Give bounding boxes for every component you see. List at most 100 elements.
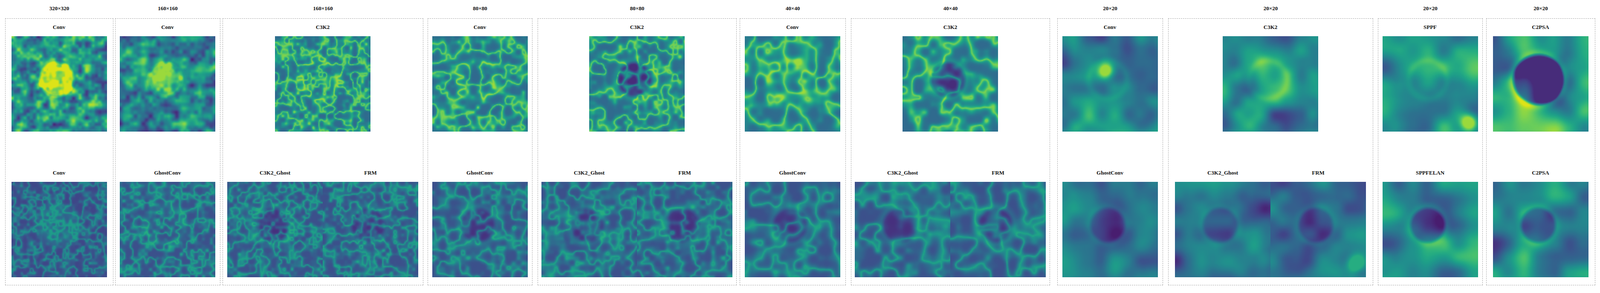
- feature-map: [227, 182, 323, 278]
- resolution-group: 20×20C3K2C3K2_GhostFRM: [1168, 18, 1374, 286]
- feature-panel: FRM: [636, 169, 733, 278]
- heatmap-image: [119, 36, 216, 132]
- feature-map: [744, 182, 841, 278]
- resolution-group: 80×80ConvGhostConv: [427, 18, 533, 286]
- resolution-group: 160×160ConvGhostConv: [115, 18, 221, 286]
- heatmap-image: [1062, 36, 1158, 132]
- heatmap-image: [432, 36, 528, 132]
- layer-label: C2PSA: [1492, 169, 1589, 177]
- feature-panel: C3K2_Ghost: [541, 169, 637, 278]
- feature-map: [432, 36, 528, 132]
- heatmap-image: [744, 182, 841, 278]
- feature-map: [1270, 182, 1366, 278]
- feature-panel: SPPFELAN: [1382, 169, 1479, 278]
- feature-panel: C3K2_Ghost: [227, 169, 323, 278]
- feature-map: [432, 182, 528, 278]
- feature-map: [1062, 36, 1158, 132]
- feature-map: [1492, 182, 1589, 278]
- resolution-label: 160×160: [222, 5, 423, 12]
- resolution-label: 40×40: [851, 5, 1050, 12]
- feature-map: [854, 182, 951, 278]
- feature-map: [119, 36, 216, 132]
- layer-label: FRM: [950, 169, 1046, 177]
- resolution-label: 80×80: [428, 5, 533, 12]
- layer-label: Conv: [119, 23, 216, 32]
- layer-label: C3K2: [589, 23, 685, 32]
- layer-label: C3K2_Ghost: [1174, 169, 1271, 177]
- feature-panel: C2PSA: [1492, 169, 1589, 278]
- resolution-label: 20×20: [1378, 5, 1483, 12]
- feature-map: [1062, 182, 1158, 278]
- feature-map: [1382, 182, 1479, 278]
- feature-map: [1382, 36, 1479, 132]
- feature-map: [322, 182, 419, 278]
- feature-panel: FRM: [950, 169, 1046, 278]
- heatmap-image: [1222, 36, 1319, 132]
- resolution-group: 20×20C2PSAC2PSA: [1486, 18, 1596, 286]
- layer-label: C3K2_Ghost: [854, 169, 951, 177]
- heatmap-image: [902, 36, 999, 132]
- resolution-group: 320×320ConvConv: [5, 18, 114, 286]
- feature-panel: Conv: [11, 169, 108, 278]
- feature-panel: Conv: [432, 23, 528, 132]
- feature-panel: FRM: [1270, 169, 1366, 278]
- feature-map: [902, 36, 999, 132]
- layer-label: Conv: [11, 169, 108, 177]
- heatmap-image: [589, 36, 685, 132]
- feature-panel: Conv: [1062, 23, 1158, 132]
- heatmap-image: [1492, 182, 1589, 278]
- feature-panel: GhostConv: [744, 169, 841, 278]
- resolution-label: 20×20: [1168, 5, 1373, 12]
- heatmap-image: [119, 182, 216, 278]
- heatmap-image: [1174, 182, 1271, 278]
- heatmap-image: [274, 36, 371, 132]
- resolution-group: 40×40ConvGhostConv: [739, 18, 846, 286]
- heatmap-image: [950, 182, 1046, 278]
- layer-label: FRM: [1270, 169, 1366, 177]
- resolution-label: 20×20: [1486, 5, 1595, 12]
- layer-label: GhostConv: [744, 169, 841, 177]
- feature-panel: GhostConv: [1062, 169, 1158, 278]
- feature-panel: C3K2: [589, 23, 685, 132]
- layer-label: C3K2: [274, 23, 371, 32]
- layer-label: Conv: [432, 23, 528, 32]
- resolution-label: 160×160: [115, 5, 220, 12]
- feature-panel: C3K2: [1222, 23, 1319, 132]
- resolution-group: 20×20SPPFSPPFELAN: [1377, 18, 1483, 286]
- feature-panel: Conv: [744, 23, 841, 132]
- layer-label: C3K2_Ghost: [541, 169, 637, 177]
- resolution-label: 320×320: [5, 5, 113, 12]
- layer-label: C3K2: [1222, 23, 1319, 32]
- resolution-group: 80×80C3K2C3K2_GhostFRM: [537, 18, 737, 286]
- heatmap-image: [11, 182, 108, 278]
- resolution-label: 40×40: [740, 5, 846, 12]
- feature-map: [1222, 36, 1319, 132]
- feature-panel: Conv: [11, 23, 108, 132]
- heatmap-image: [1382, 182, 1479, 278]
- layer-label: FRM: [636, 169, 733, 177]
- feature-map: [636, 182, 733, 278]
- feature-panel: C3K2: [902, 23, 999, 132]
- resolution-group: 20×20ConvGhostConv: [1057, 18, 1164, 286]
- heatmap-image: [227, 182, 323, 278]
- heatmap-image: [636, 182, 733, 278]
- feature-panel: C3K2: [274, 23, 371, 132]
- heatmap-image: [744, 36, 841, 132]
- feature-map: [274, 36, 371, 132]
- heatmap-image: [1270, 182, 1366, 278]
- layer-label: FRM: [322, 169, 419, 177]
- feature-map: [11, 36, 108, 132]
- feature-panel: GhostConv: [119, 169, 216, 278]
- layer-label: Conv: [11, 23, 108, 32]
- feature-panel: C2PSA: [1492, 23, 1589, 132]
- heatmap-image: [432, 182, 528, 278]
- feature-map: [119, 182, 216, 278]
- feature-map: [11, 182, 108, 278]
- heatmap-image: [322, 182, 419, 278]
- heatmap-image: [11, 36, 108, 132]
- layer-label: GhostConv: [119, 169, 216, 177]
- feature-panel: C3K2_Ghost: [854, 169, 951, 278]
- feature-map: [541, 182, 637, 278]
- layer-label: GhostConv: [1062, 169, 1158, 177]
- heatmap-image: [1492, 36, 1589, 132]
